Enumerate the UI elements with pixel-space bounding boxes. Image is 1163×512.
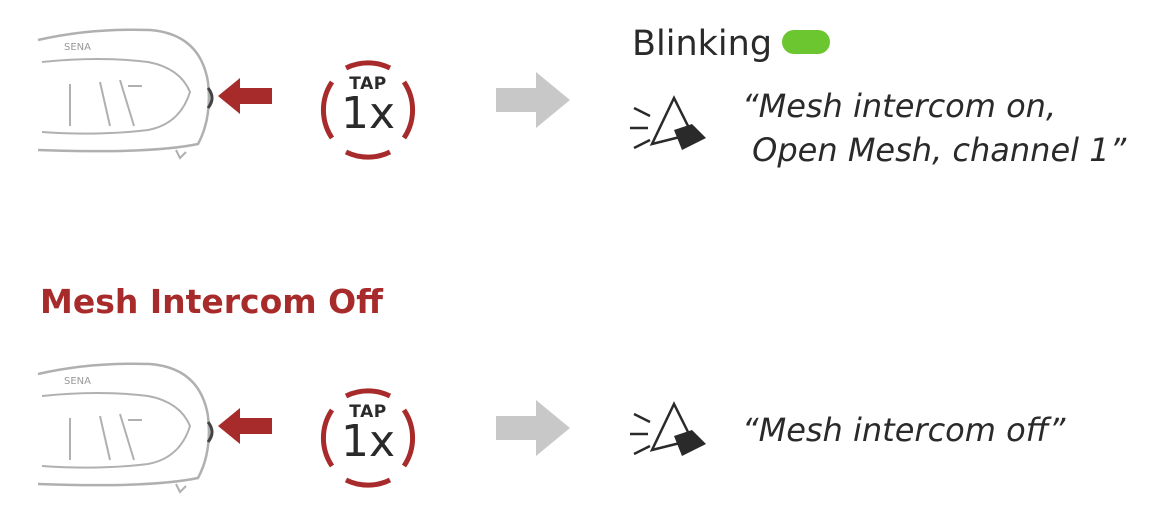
led-status: Blinking [632, 24, 831, 64]
status-label: Blinking [632, 24, 773, 64]
section-heading: Mesh Intercom Off [40, 282, 383, 321]
device-brand: SENA [64, 42, 91, 53]
press-arrow-icon [218, 78, 272, 114]
headset-device-icon: SENA [37, 362, 214, 494]
tap-badge: TAP 1x [308, 50, 428, 170]
speaker-icon [630, 401, 706, 456]
device-brand: SENA [64, 376, 91, 387]
speaker-icon [630, 95, 706, 150]
tap-count: 1x [340, 88, 396, 139]
headset-device-icon: SENA [37, 28, 214, 160]
tap-badge: TAP 1x [308, 378, 428, 498]
press-arrow-icon [218, 408, 272, 444]
tap-label: TAP [349, 402, 387, 422]
right-arrow-icon [496, 72, 570, 128]
green-led-icon [782, 30, 831, 54]
voice-prompt: “Mesh intercom off” [742, 411, 1066, 449]
tap-count: 1x [340, 416, 396, 467]
voice-prompt-line1: “Mesh intercom on, [742, 87, 1057, 125]
right-arrow-icon [496, 400, 570, 456]
tap-label: TAP [349, 74, 387, 94]
voice-prompt-line2: Open Mesh, channel 1” [742, 131, 1127, 169]
